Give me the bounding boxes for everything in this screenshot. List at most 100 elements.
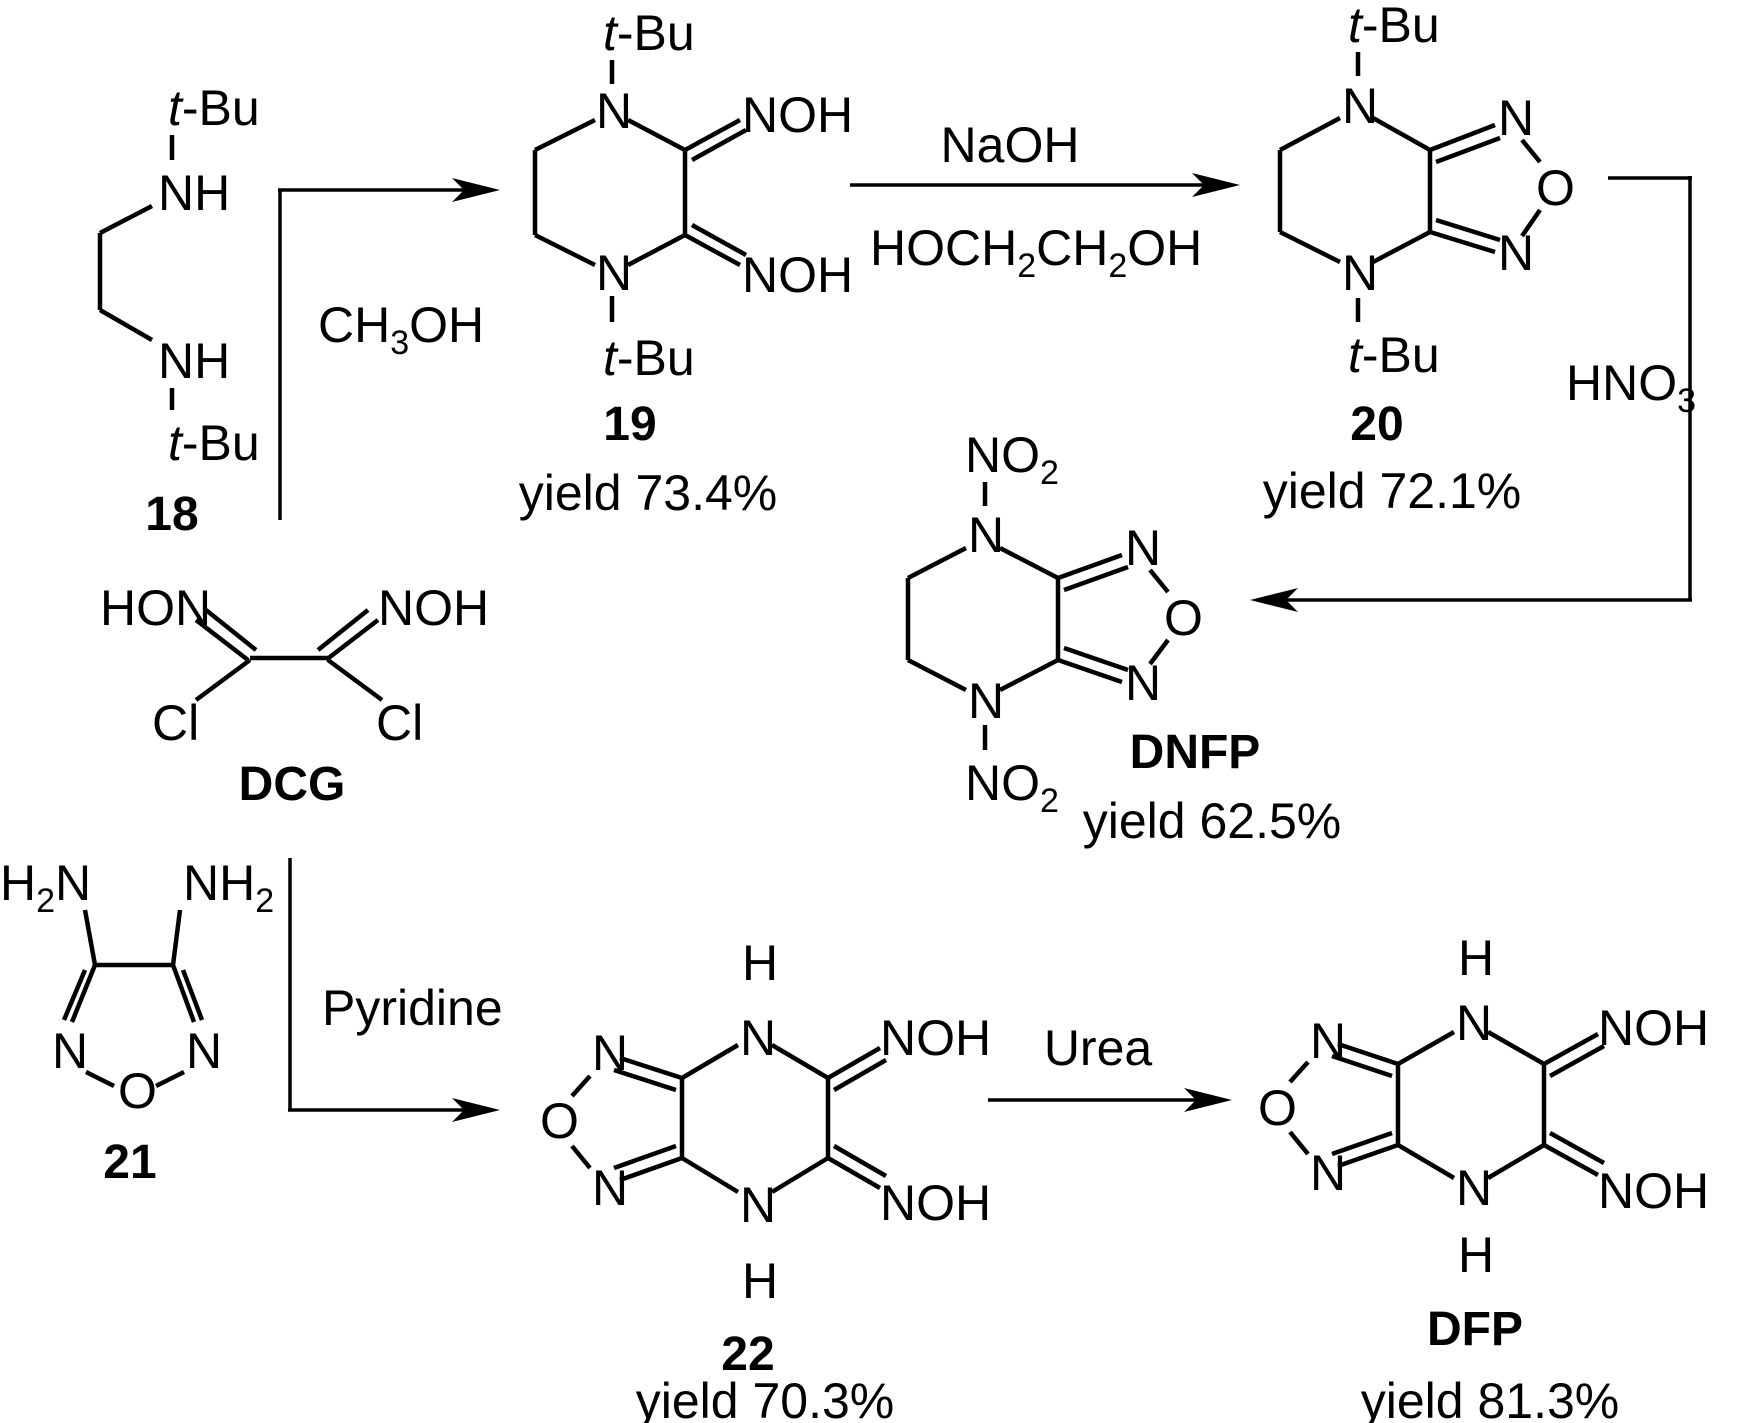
compound-label-20: 20 [1350,398,1403,451]
yield-dfp: yield 81.3% [1361,1373,1620,1423]
n-bottom-label: N [1342,245,1378,301]
reagent-naoh: NaOH [941,117,1080,173]
bond [826,1046,882,1080]
bond [180,969,205,1021]
h-bottom-label: H [1458,1227,1494,1283]
hon-label: HON [100,580,211,636]
nh-top-n-label: N [740,1010,776,1066]
bond [680,1156,740,1194]
bond [170,964,197,1023]
o-ring-label: O [540,1093,579,1149]
n-ring-top-label: N [1125,520,1161,576]
nh-bottom-label: NH [158,333,230,389]
nh2-label: NH2 [183,855,274,920]
bond [84,1069,116,1089]
bond [1288,1130,1310,1156]
noh-bottom-label: NOH [1598,1163,1709,1219]
tbu-top-label: t-Bu [603,5,695,61]
nh-top-label: NH [158,165,230,221]
yield-dnfp: yield 62.5% [1083,793,1342,849]
reagent-urea: Urea [1044,1020,1153,1076]
bond [170,909,183,966]
cl-right-label: Cl [376,695,423,751]
n-ring-top-label: N [1498,90,1534,146]
bond [1057,657,1123,685]
bond [154,1069,186,1089]
bond [194,618,250,662]
bond [204,608,258,652]
bond [626,233,687,267]
bond [533,232,597,268]
bond [1542,1032,1600,1066]
noh-bottom-label: NOH [742,247,853,303]
bond [619,1155,683,1183]
bond [61,969,88,1021]
compound-20: t-Bu N N N O N t-Bu 20 yield 72.1% [1263,0,1575,519]
bond [1371,116,1432,152]
compound-22: H N N H N O N NOH NOH 22 yield 70.3% [540,935,991,1423]
bond [1063,564,1129,593]
h-top-label: H [742,935,778,991]
n-ring-bottom-label: N [1310,1145,1346,1201]
compound-dcg: HON NOH Cl Cl DCG [100,580,489,811]
bond [316,608,370,652]
bond [770,1156,830,1194]
compound-19: t-Bu N N NOH NOH t-Bu 19 yield 73.4% [519,5,853,521]
reagent-ethylene-glycol: HOCH2CH2OH [870,220,1202,285]
bond [326,658,384,702]
n-ring-bottom-label: N [1498,225,1534,281]
n-ring-top-label: N [592,1025,628,1081]
bond [1429,122,1496,153]
no2-top-label: NO2 [965,427,1059,492]
bond [1486,1143,1546,1180]
n-ring-top-label: N [1310,1013,1346,1069]
nh-bottom-n-label: N [1456,1160,1492,1216]
arrow-19-to-20: NaOH HOCH2CH2OH [850,117,1240,285]
arrow-head [452,178,500,202]
bond [690,223,748,257]
compound-label-21: 21 [103,1136,156,1189]
compound-label-dnfp: DNFP [1130,726,1261,779]
bond [1278,229,1342,265]
compound-label-22: 22 [721,1328,774,1381]
bond [770,1043,830,1080]
arrow-18-to-19: CH3OH [278,178,500,520]
nh-top-n-label: N [1456,995,1492,1051]
noh-top-label: NOH [742,87,853,143]
n-left-label: N [52,1023,88,1079]
bond [1148,568,1170,594]
bond [1278,116,1342,152]
bond [906,546,968,580]
bond [1331,1130,1393,1157]
bond [1288,1060,1310,1084]
bond [613,1067,677,1093]
yield-22: yield 70.3% [636,1373,895,1423]
compound-label-18: 18 [145,488,198,541]
bond [683,233,742,267]
n-ring-bottom-label: N [1125,655,1161,711]
noh-bottom-label: NOH [880,1175,991,1231]
noh-top-label: NOH [880,1010,991,1066]
bond [826,1156,882,1190]
tbu-top-label: t-Bu [1348,0,1440,53]
h-bottom-label: H [742,1253,778,1309]
o-label: O [118,1063,157,1119]
arrow-22-to-dfp: Urea [988,1020,1232,1112]
bond [1429,229,1496,255]
bond [998,658,1060,692]
bond [690,128,748,162]
bond [1337,1041,1399,1067]
bond [1396,1030,1456,1066]
bond [98,308,154,342]
n-top-label: N [968,507,1004,563]
bond [324,618,380,662]
o-ring-label: O [1164,590,1203,646]
bond [1435,217,1501,243]
n-bottom-label: N [596,245,632,301]
tbu-top-label: t-Bu [168,80,260,136]
bond [1337,1142,1399,1169]
o-ring-label: O [1258,1080,1297,1136]
bond [1057,552,1123,581]
n-top-label: N [596,83,632,139]
h-top-label: H [1458,930,1494,986]
